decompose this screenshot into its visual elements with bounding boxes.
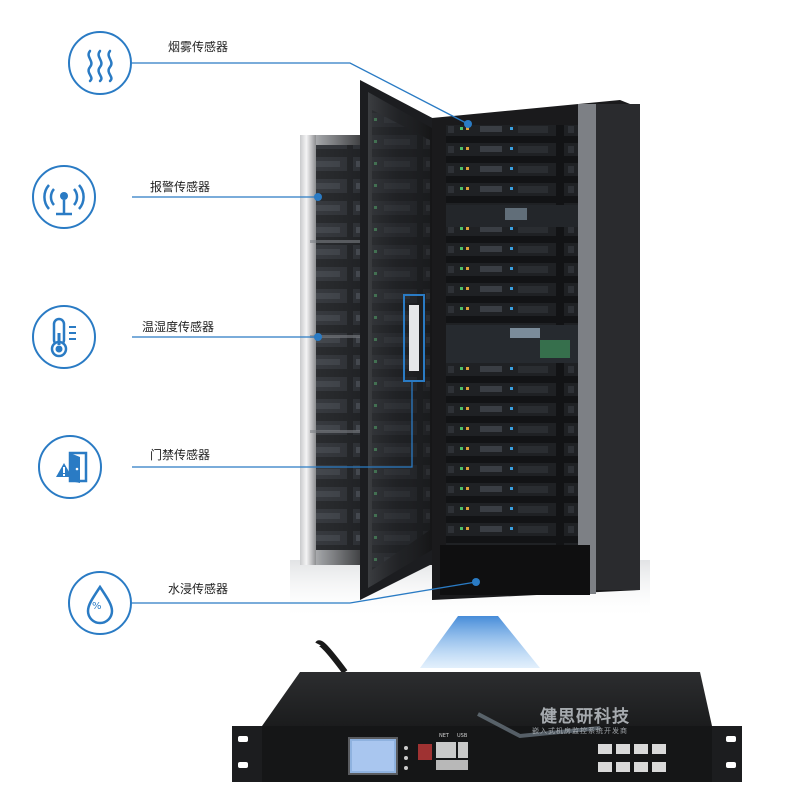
usb-port-label: USB [457,733,468,739]
water-drop-icon: % [68,571,132,635]
percent-symbol: % [92,601,102,612]
net-port-label: NET [439,733,449,739]
connector-lines [132,62,480,604]
water-sensor-label: 水浸传感器 [168,582,229,596]
thermometer-icon [32,305,96,369]
brand-watermark: 健思研科技 [540,707,630,727]
smoke-sensor-label: 烟雾传感器 [168,40,229,54]
brand-tagline: 嵌入式机房监控系统开发商 [532,727,628,735]
projection-beam [420,616,540,668]
open-glass-door [360,80,440,600]
monitoring-device [232,640,742,782]
door-warning-icon [38,435,102,499]
door-sensor-label: 门禁传感器 [150,448,211,462]
smoke-icon [68,31,132,95]
main-cabinet [432,100,640,600]
alarm-sensor-label: 报警传感器 [150,180,211,194]
temp-humidity-sensor-label: 温湿度传感器 [142,320,215,334]
door-handle-highlight [403,294,425,382]
alarm-antenna-icon [32,165,96,229]
